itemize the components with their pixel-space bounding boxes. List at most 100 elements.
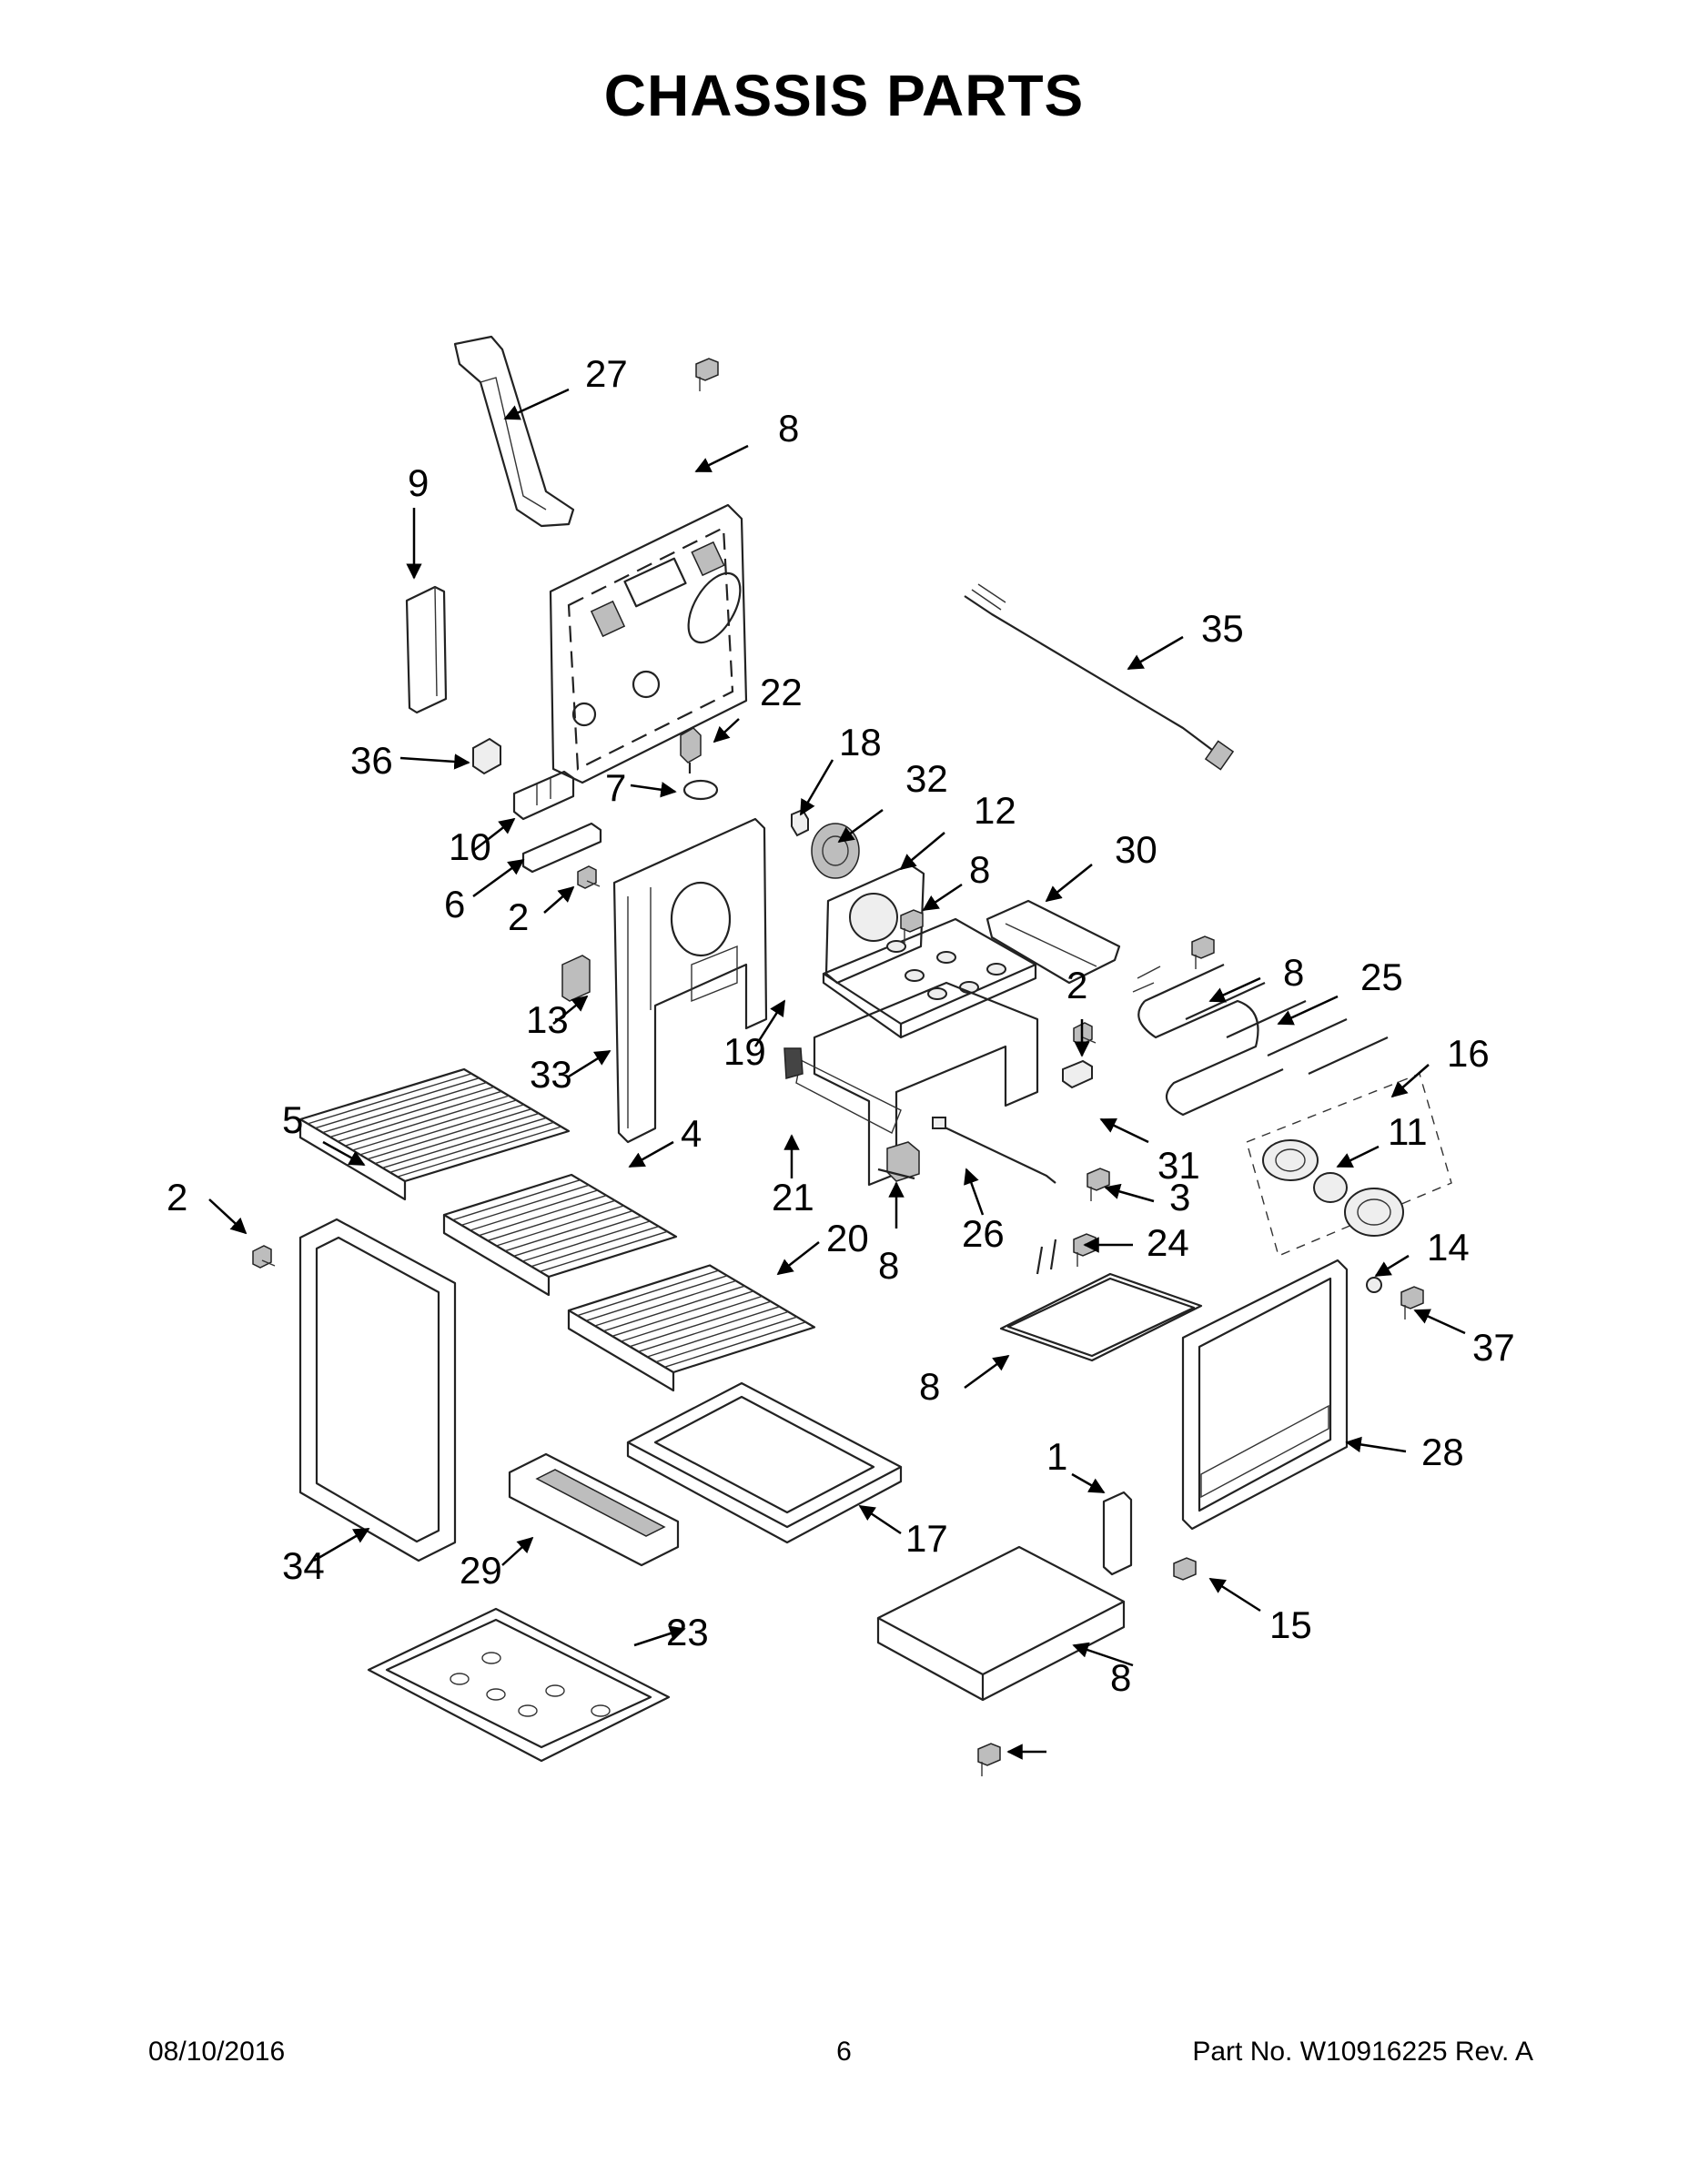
leader-arrow-40 xyxy=(501,1536,534,1566)
leader-arrow-39 xyxy=(313,1527,370,1562)
callout-label-8: 8 xyxy=(1110,1656,1131,1699)
callout-label-29: 29 xyxy=(460,1549,502,1592)
leader-arrow-22 xyxy=(1390,1064,1430,1098)
callout-label-5: 5 xyxy=(282,1098,303,1141)
part-33-frame xyxy=(612,817,768,1144)
callout-label-15: 15 xyxy=(1269,1603,1312,1646)
part-5-rack xyxy=(298,1067,571,1201)
leader-arrow-1 xyxy=(503,388,570,420)
leader-arrow-34 xyxy=(1374,1254,1410,1278)
leader-arrow-28 xyxy=(208,1198,248,1235)
leader-arrow-7 xyxy=(837,808,884,844)
callout-label-21: 21 xyxy=(772,1176,814,1218)
leader-arrow-36 xyxy=(1413,1309,1466,1335)
callout-label-20: 20 xyxy=(826,1217,869,1259)
part-7-clip xyxy=(682,779,719,801)
callout-label-34: 34 xyxy=(282,1544,325,1587)
callout-label-3: 3 xyxy=(1169,1176,1190,1218)
callout-label-32: 32 xyxy=(905,757,948,800)
part-13-clip xyxy=(561,955,591,1002)
part-36-nut xyxy=(472,737,501,775)
callout-label-4: 4 xyxy=(681,1112,702,1155)
footer-page-number: 6 xyxy=(836,2037,852,2067)
leader-arrow-17 xyxy=(1277,995,1339,1026)
part-22-sensor xyxy=(680,727,702,774)
leader-arrow-12 xyxy=(472,817,516,852)
callout-label-2: 2 xyxy=(508,895,529,938)
part-8-screw-2 xyxy=(900,909,924,943)
part-2-screw-2 xyxy=(252,1245,276,1269)
leader-arrow-15 xyxy=(543,885,575,914)
part-8-screw-1 xyxy=(695,358,719,391)
part-8-screw-5 xyxy=(1073,1233,1097,1267)
part-drawings xyxy=(252,335,1452,1776)
callout-label-9: 9 xyxy=(408,461,429,504)
part-35-cord xyxy=(964,583,1235,771)
part-8-screw-3 xyxy=(1191,935,1215,969)
part-25-element xyxy=(1132,964,1389,1117)
part-2-screw-3 xyxy=(577,865,601,889)
callout-label-8: 8 xyxy=(919,1365,940,1408)
part-28-bracket xyxy=(1102,1491,1133,1576)
leader-arrow-8 xyxy=(399,753,470,770)
leader-arrow-24 xyxy=(628,1140,674,1168)
part-8-screw-4 xyxy=(1087,1168,1110,1201)
part-23-drawer xyxy=(876,1545,1126,1702)
part-34-tray xyxy=(508,1452,680,1567)
part-27-bracket xyxy=(453,335,575,528)
callout-label-27: 27 xyxy=(585,352,628,395)
leader-arrow-27 xyxy=(1099,1117,1149,1144)
leader-arrow-2 xyxy=(694,444,749,473)
part-6-bracket xyxy=(521,822,602,874)
part-19-bottom xyxy=(795,917,1039,1187)
part-12-housing xyxy=(824,863,925,985)
page-title: CHASSIS PARTS xyxy=(603,63,1085,128)
part-31-bracket xyxy=(1062,1059,1093,1089)
leader-arrow-11 xyxy=(1045,864,1093,903)
callout-label-13: 13 xyxy=(526,998,569,1041)
part-3-rack xyxy=(567,1264,816,1392)
leader-arrow-14 xyxy=(472,858,525,898)
part-29-liner xyxy=(626,1381,903,1544)
leader-arrow-43 xyxy=(633,1625,686,1647)
part-17-screw xyxy=(1173,1557,1197,1581)
callout-label-8: 8 xyxy=(878,1244,899,1287)
leader-arrow-9 xyxy=(630,782,677,798)
callout-label-18: 18 xyxy=(839,721,882,763)
callout-label-33: 33 xyxy=(530,1053,572,1096)
part-9-channel xyxy=(405,585,448,714)
leader-arrow-10 xyxy=(899,832,945,871)
part-8-screw-6 xyxy=(1400,1286,1424,1320)
part-back-panel xyxy=(549,503,748,784)
callout-label-11: 11 xyxy=(1388,1110,1428,1153)
leader-arrow-23 xyxy=(322,1140,366,1167)
callout-label-17: 17 xyxy=(905,1517,948,1560)
leader-arrow-42 xyxy=(1208,1577,1261,1613)
leader-arrow-29 xyxy=(964,1168,985,1216)
callout-label-23: 23 xyxy=(666,1611,709,1653)
leader-arrow-19 xyxy=(552,995,589,1025)
part-16-knob-set xyxy=(1246,1073,1452,1257)
leader-arrow-4 xyxy=(1127,635,1184,671)
callout-label-8: 8 xyxy=(969,848,990,891)
part-14-bake-element xyxy=(999,1239,1203,1362)
leader-arrow-30 xyxy=(1104,1183,1155,1203)
leader-arrow-37 xyxy=(1345,1436,1407,1453)
part-18-plug xyxy=(791,808,809,837)
leader-arrow-16 xyxy=(1208,976,1261,1003)
part-10-bracket xyxy=(512,770,575,821)
callout-label-22: 22 xyxy=(760,671,803,713)
part-26-probe xyxy=(932,1117,1056,1184)
callout-label-35: 35 xyxy=(1201,607,1244,650)
leader-arrow-41 xyxy=(858,1504,902,1535)
part-24-spacer xyxy=(1366,1277,1382,1293)
callout-label-30: 30 xyxy=(1115,828,1157,871)
callout-label-37: 37 xyxy=(1472,1326,1515,1369)
callout-label-16: 16 xyxy=(1447,1032,1490,1075)
part-1-door-gasket xyxy=(298,1218,457,1562)
callout-label-8: 8 xyxy=(778,407,799,450)
callout-label-25: 25 xyxy=(1360,956,1403,998)
callout-label-2: 2 xyxy=(1066,964,1087,1006)
leader-arrows xyxy=(208,388,1466,1760)
